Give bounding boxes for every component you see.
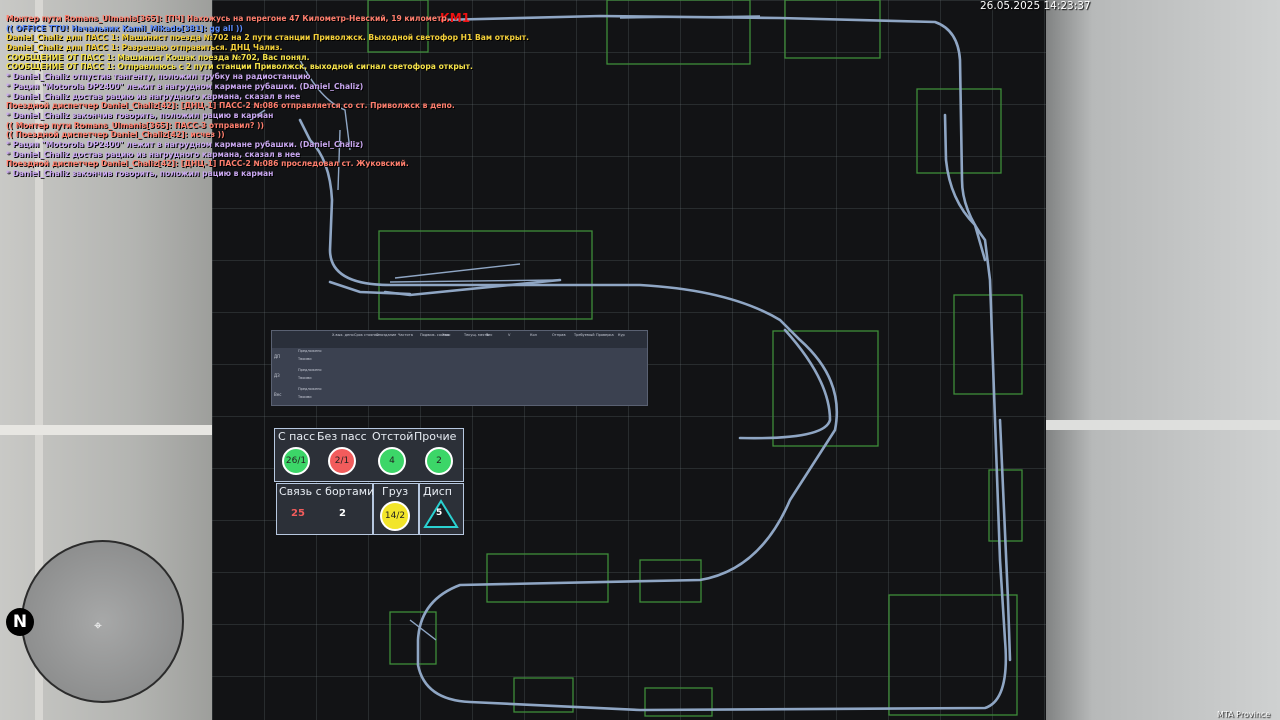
connection-label: Связь с бортами xyxy=(279,485,375,498)
track-lines xyxy=(298,14,1012,712)
station-box xyxy=(644,687,713,717)
chat-line: СООБЩЕНИЕ ОТ ПАСС 1: Отправляюсь с 2 пут… xyxy=(6,62,473,72)
station-box xyxy=(389,611,437,665)
schedule-row-item: Предложено xyxy=(298,368,322,372)
schedule-row-item: Предложено xyxy=(298,387,322,391)
schedule-column-header: Отправ xyxy=(552,333,566,337)
chat-line: * Рация "Motorola DP2400" лежит в нагруд… xyxy=(6,139,364,149)
schedule-row-band xyxy=(296,369,647,375)
station-box xyxy=(888,594,1018,716)
schedule-column-header: Хвос xyxy=(442,333,451,337)
background-wall-stripe-right xyxy=(1030,420,1280,430)
without-passengers-count[interactable]: 2/1 xyxy=(328,447,356,475)
station-box xyxy=(953,294,1023,395)
schedule-column-header: Вес xyxy=(486,333,493,337)
header-without-passengers: Без пасс xyxy=(317,430,367,443)
chat-line: Daniel_Chaliz для ПАСС 1: Машинист поезд… xyxy=(6,33,530,43)
schedule-row-item: Предложено xyxy=(298,349,322,353)
schedule-row-label: ДП xyxy=(274,354,281,359)
schedule-column-header: Проверка xyxy=(596,333,614,337)
chat-line: * Daniel_Chaliz закончив говорить, полож… xyxy=(6,169,274,178)
station-box xyxy=(513,677,574,713)
chat-line: Монтер пути Romans_Ulmanis[365]: [ПЧ] На… xyxy=(6,14,450,23)
chat-line: (( Монтер пути Romans_Ulmanis[365]: ПАСС… xyxy=(6,120,264,130)
schedule-column-header: Срок стоянки xyxy=(354,333,379,337)
schedule-row-item: Твоими xyxy=(298,395,312,399)
station-box xyxy=(367,0,429,53)
header-parked: Отстой xyxy=(372,430,414,443)
cargo-count[interactable]: 14/2 xyxy=(380,501,410,531)
server-branding: MTA Province xyxy=(1217,710,1271,719)
track-siding-lines xyxy=(249,15,761,641)
connection-ok-count: 2 xyxy=(339,508,346,519)
station-box xyxy=(378,230,593,320)
player-arrow-icon: ⌖ xyxy=(94,618,102,634)
dispatch-label: Дисп xyxy=(423,485,452,498)
station-box xyxy=(784,0,881,59)
other-count[interactable]: 2 xyxy=(425,447,453,475)
station-box xyxy=(772,330,879,447)
schedule-column-header: Кол xyxy=(530,333,537,337)
background-wall-right xyxy=(1030,0,1280,720)
background-wall-seam xyxy=(35,0,43,720)
chat-line: Поездной диспетчер Daniel_Chaliz[42]: [Д… xyxy=(6,101,455,111)
dispatch-panel: Дисп 5 xyxy=(419,483,464,535)
chat-line: СООБЩЕНИЕ ОТ ПАСС 1: Машинист Кошак поез… xyxy=(6,52,310,62)
minimap-radar xyxy=(21,540,184,703)
schedule-column-header: Опоздание xyxy=(376,333,397,337)
schedule-row-label: ДЗ xyxy=(274,373,280,378)
chat-line: * Daniel_Chaliz достав рацию из нагрудно… xyxy=(6,149,301,159)
location-overlay: КМ1 xyxy=(440,11,471,25)
dispatch-count: 5 xyxy=(436,508,443,518)
station-box xyxy=(486,553,609,603)
schedule-column-header: Требуемый xyxy=(574,333,595,337)
schedule-column-header: Х.вых. депо xyxy=(332,333,354,337)
chat-line: (( Поездной диспетчер Daniel_Chaliz[42]:… xyxy=(6,130,225,140)
chat-line: * Daniel_Chaliz отпустив тангенту, полож… xyxy=(6,72,311,82)
schedule-column-header: Подвиж. состав xyxy=(420,333,450,337)
with-passengers-count[interactable]: 26/1 xyxy=(282,447,310,475)
chat-line: (( OFFICE TTU! Начальник Kamil_Mikado[38… xyxy=(6,23,243,33)
train-status-panel: С пасс Без пасс Отстой Прочие 26/1 2/1 4… xyxy=(274,428,464,482)
chat-line: Daniel_Chaliz для ПАСС 1: Разрешаю отпра… xyxy=(6,43,283,53)
schedule-row-band xyxy=(296,350,647,356)
clock: 26.05.2025 14:23:37 xyxy=(980,0,1091,12)
schedule-column-header: Кур xyxy=(618,333,625,337)
connection-lost-count: 25 xyxy=(291,508,305,519)
schedule-row-item: Твоими xyxy=(298,376,312,380)
schedule-column-header: V xyxy=(508,333,511,337)
schedule-row-band xyxy=(296,396,647,402)
schedule-column-header: Текущ. место xyxy=(464,333,489,337)
station-box xyxy=(606,0,751,65)
schedule-column-header: Частота xyxy=(398,333,413,337)
background-wall-stripe xyxy=(0,425,225,435)
schedule-row-item: Твоими xyxy=(298,357,312,361)
north-indicator: N xyxy=(6,608,34,636)
cargo-label: Груз xyxy=(382,485,409,498)
parked-count[interactable]: 4 xyxy=(378,447,406,475)
cargo-panel: Груз 14/2 xyxy=(373,483,419,535)
chat-line: * Рация "Motorola DP2400" лежит в нагруд… xyxy=(6,81,364,91)
schedule-row-band xyxy=(296,358,647,364)
header-other: Прочие xyxy=(414,430,457,443)
schedule-row-band xyxy=(296,388,647,394)
header-with-passengers: С пасс xyxy=(278,430,316,443)
connection-panel: Связь с бортами 25 2 xyxy=(276,483,375,535)
schedule-header xyxy=(272,331,647,348)
chat-log: Монтер пути Romans_Ulmanis[365]: [ПЧ] На… xyxy=(6,14,529,179)
station-box xyxy=(916,88,1002,174)
dispatch-triangle-icon[interactable] xyxy=(423,499,459,529)
chat-line: * Daniel_Chaliz закончив говорить, полож… xyxy=(6,110,274,120)
chat-line: Поездной диспетчер Daniel_Chaliz[42]: [Д… xyxy=(6,159,409,169)
schedule-row-label: Вес xyxy=(274,392,282,397)
schedule-row-band xyxy=(296,377,647,383)
chat-line: * Daniel_Chaliz достав рацию из нагрудно… xyxy=(6,91,301,101)
